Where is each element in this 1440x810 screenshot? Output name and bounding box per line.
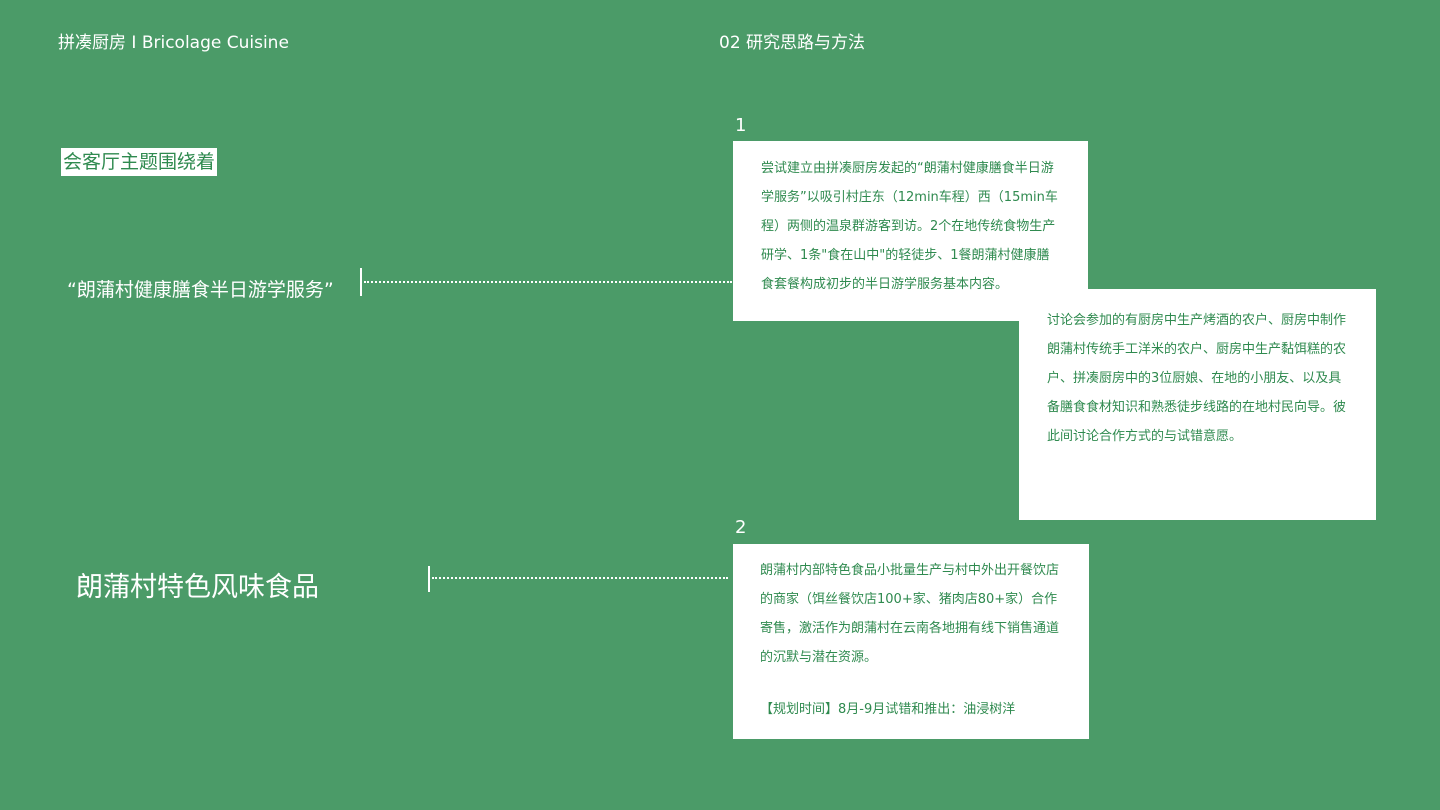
discussion-card-text: 讨论会参加的有厨房中生产烤酒的农户、厨房中制作朗蒲村传统手工洋米的农户、厨房中生…: [1047, 313, 1347, 444]
food-card: 朗蒲村内部特色食品小批量生产与村中外出开餐饮店的商家（饵丝餐饮店100+家、猪肉…: [733, 544, 1089, 739]
food-heading: 朗蒲村特色风味食品: [76, 572, 319, 603]
service-card: 尝试建立由拼凑厨房发起的“朗蒲村健康膳食半日游学服务”以吸引村庄东（12min车…: [733, 141, 1088, 321]
connector-line-2: [432, 577, 728, 579]
discussion-card: 讨论会参加的有厨房中生产烤酒的农户、厨房中制作朗蒲村传统手工洋米的农户、厨房中生…: [1019, 289, 1376, 520]
connector-line-1: [364, 281, 732, 283]
item-number-1: 1: [735, 115, 747, 136]
schedule-note: 【规划时间】8月-9月试错和推出：油浸树洋: [760, 702, 1016, 717]
food-card-text: 朗蒲村内部特色食品小批量生产与村中外出开餐饮店的商家（饵丝餐饮店100+家、猪肉…: [760, 563, 1060, 665]
connector-tick-2: [428, 566, 430, 592]
connector-tick-1: [360, 268, 362, 296]
section-title: 02 研究思路与方法: [719, 33, 866, 53]
brand-title: 拼凑厨房 I Bricolage Cuisine: [58, 33, 289, 53]
service-card-text: 尝试建立由拼凑厨房发起的“朗蒲村健康膳食半日游学服务”以吸引村庄东（12min车…: [761, 161, 1058, 292]
theme-tag: 会客厅主题围绕着: [61, 148, 218, 176]
item-number-2: 2: [735, 517, 747, 538]
service-quote: “朗蒲村健康膳食半日游学服务”: [67, 279, 334, 301]
